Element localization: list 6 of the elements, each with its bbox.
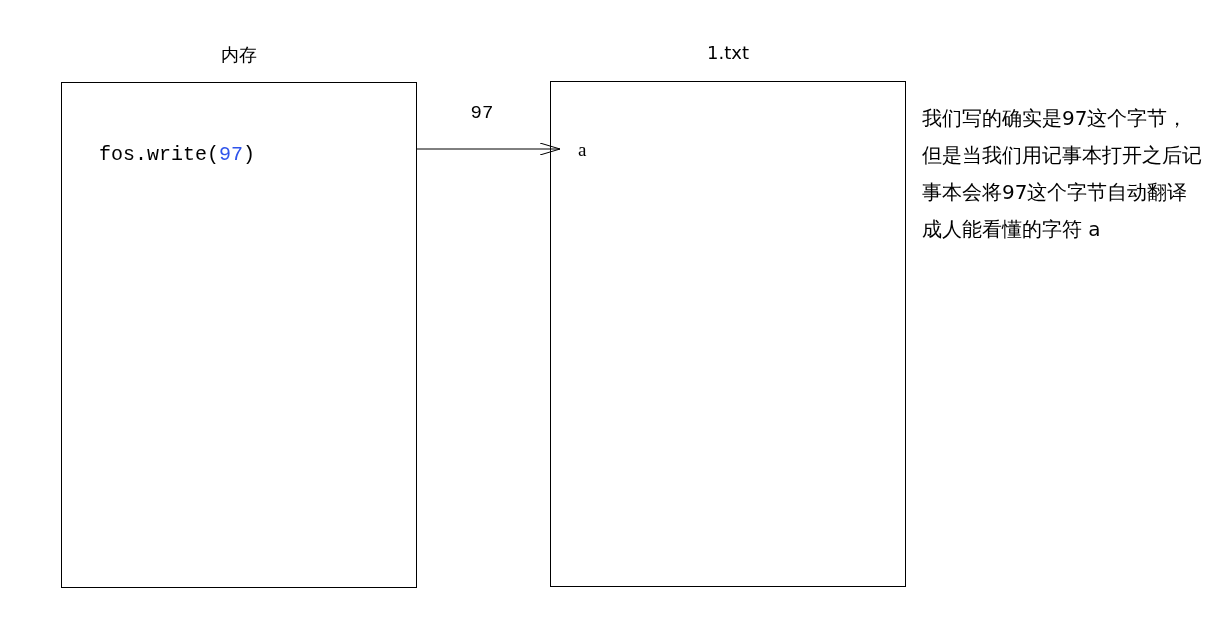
arrow [416,142,561,156]
explanation-note: 我们写的确实是97这个字节，但是当我们用记事本打开之后记事本会将97这个字节自动翻译成人能看懂的字符 a [922,105,1203,243]
panel-heading: 1.txt [706,42,750,63]
file-content-text: a [561,136,601,164]
panel-heading: 内存 [220,43,258,67]
code-text: fos.write(97) [99,140,412,168]
